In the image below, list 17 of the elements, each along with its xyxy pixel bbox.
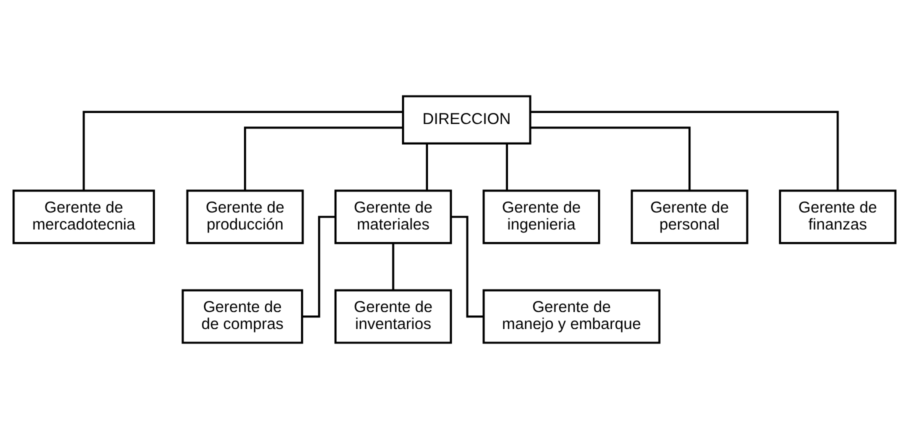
node-box: Gerente de ingenieria xyxy=(482,190,600,244)
node-box: Gerente de finanzas xyxy=(778,190,896,244)
node-box: Gerente de de compras xyxy=(182,289,304,344)
connector xyxy=(426,144,428,190)
node-box: Gerente de manejo y embarque xyxy=(482,289,660,344)
connector xyxy=(506,144,508,190)
node-box: DIRECCION xyxy=(402,95,532,144)
connector xyxy=(530,110,839,190)
node-box: Gerente de producción xyxy=(186,190,304,244)
node-box: Gerente de mercadotecnia xyxy=(12,190,155,244)
node-box: Gerente de inventarios xyxy=(334,289,452,344)
node-box: Gerente de personal xyxy=(630,190,748,244)
connector xyxy=(392,244,394,290)
connector xyxy=(244,126,403,191)
connector xyxy=(82,110,403,190)
node-box: Gerente de materiales xyxy=(334,190,452,244)
connector xyxy=(530,126,691,191)
